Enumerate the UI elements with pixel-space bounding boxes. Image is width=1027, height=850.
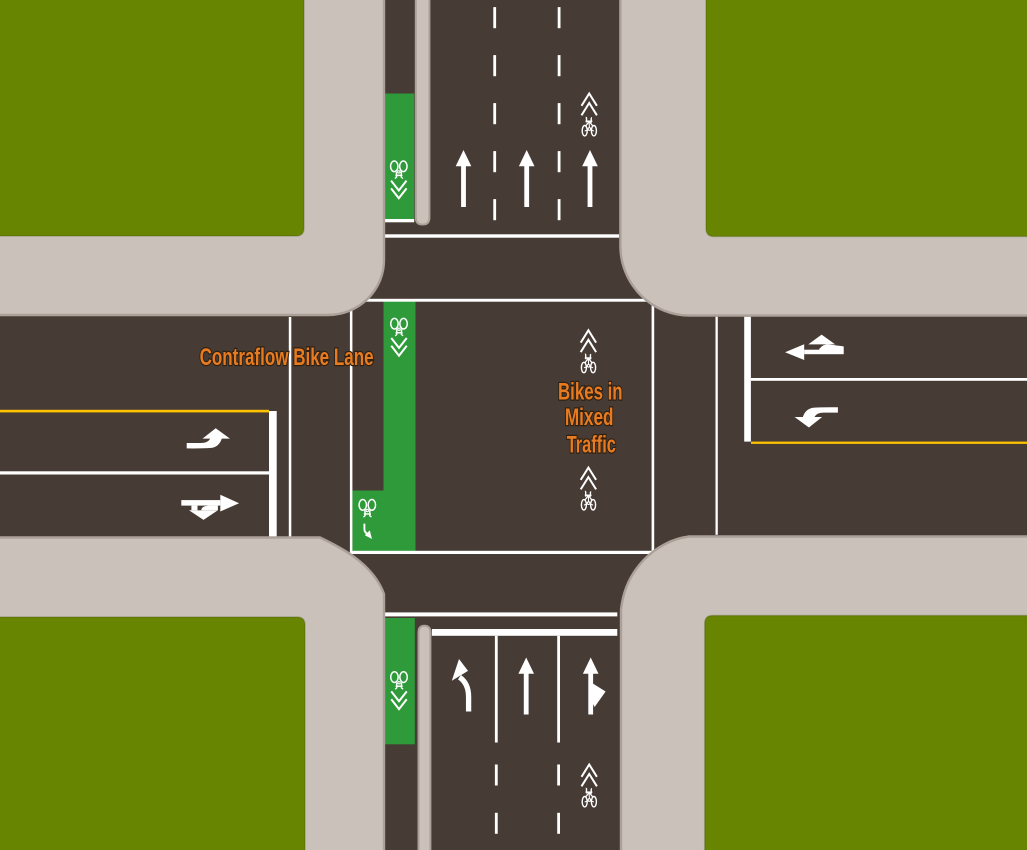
svg-text:Mixed: Mixed (565, 404, 614, 431)
svg-text:Bikes in: Bikes in (558, 379, 623, 406)
svg-text:Contraflow Bike Lane: Contraflow Bike Lane (200, 344, 374, 371)
svg-text:Traffic: Traffic (567, 432, 616, 459)
